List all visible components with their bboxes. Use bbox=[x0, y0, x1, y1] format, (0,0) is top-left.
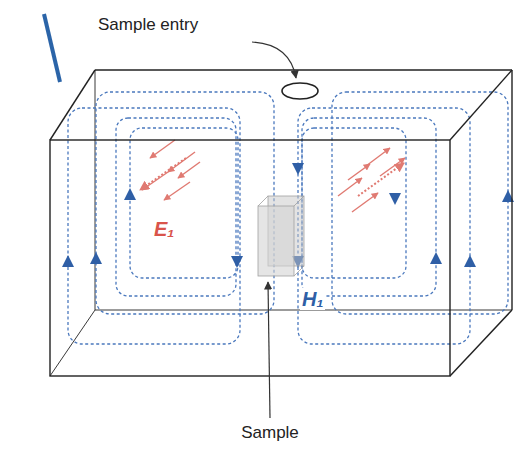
field-label: E₁ bbox=[152, 218, 176, 240]
sample-cube bbox=[258, 196, 304, 276]
electric-field-arrows bbox=[140, 140, 405, 212]
cavity-box-front bbox=[50, 70, 512, 376]
corner-mark bbox=[44, 14, 60, 82]
leader-line bbox=[252, 42, 296, 78]
part-label: Sample bbox=[239, 424, 301, 443]
sample-entry-hole bbox=[282, 83, 318, 99]
magnetic-field-loops bbox=[68, 92, 508, 344]
leader-line bbox=[268, 282, 270, 418]
part-label: Sample entry bbox=[96, 16, 200, 35]
field-label: H₁ bbox=[300, 288, 325, 310]
